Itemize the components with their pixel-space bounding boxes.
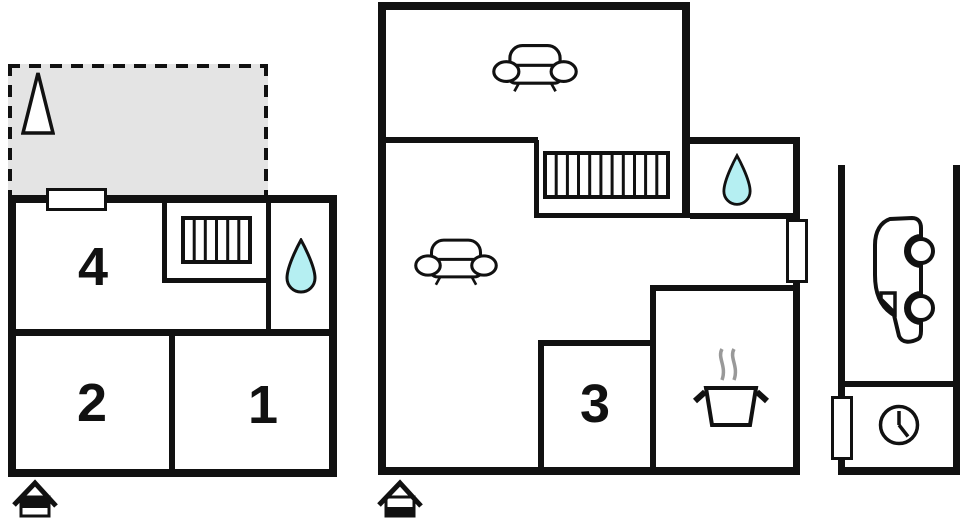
stairs-icon bbox=[181, 216, 252, 264]
terrace-border-right bbox=[264, 64, 268, 198]
wall bbox=[162, 278, 271, 283]
wall bbox=[690, 213, 793, 219]
sofa-icon bbox=[492, 44, 578, 92]
room-label-4: 4 bbox=[77, 237, 109, 297]
water-drop-icon bbox=[285, 238, 317, 294]
wall bbox=[538, 340, 656, 346]
wall bbox=[953, 165, 960, 475]
house-entrance-icon-ground bbox=[377, 479, 423, 518]
room-label-1: 1 bbox=[247, 375, 279, 435]
clock-icon bbox=[878, 404, 920, 446]
wall bbox=[378, 2, 386, 475]
wall bbox=[8, 329, 337, 336]
wall bbox=[534, 213, 690, 218]
wall bbox=[845, 381, 953, 387]
door-icon bbox=[831, 396, 853, 460]
car-icon bbox=[873, 215, 935, 344]
wall bbox=[650, 285, 800, 291]
room-label-3: 3 bbox=[579, 374, 611, 434]
pot-steam-icon bbox=[692, 348, 770, 427]
tree-icon bbox=[21, 72, 55, 135]
room-label-2: 2 bbox=[76, 373, 108, 433]
wall bbox=[378, 467, 800, 475]
wall bbox=[378, 2, 690, 10]
door-icon bbox=[786, 219, 808, 283]
wall bbox=[538, 346, 544, 467]
wall bbox=[793, 137, 800, 475]
terrace-border-top bbox=[8, 64, 268, 68]
wall bbox=[682, 2, 690, 218]
wall bbox=[650, 291, 656, 467]
terrace-border-left bbox=[8, 64, 12, 198]
wall bbox=[534, 140, 539, 218]
wall bbox=[386, 137, 538, 143]
wall bbox=[838, 467, 960, 475]
sofa-icon bbox=[414, 238, 498, 286]
wall bbox=[838, 165, 845, 475]
wall bbox=[162, 202, 167, 283]
wall bbox=[169, 336, 175, 471]
house-entrance-icon-upper bbox=[12, 479, 58, 518]
window-icon bbox=[46, 188, 107, 211]
wall bbox=[266, 202, 271, 332]
stairs-icon bbox=[543, 151, 670, 199]
water-drop-icon bbox=[722, 153, 752, 206]
wall bbox=[682, 137, 800, 144]
